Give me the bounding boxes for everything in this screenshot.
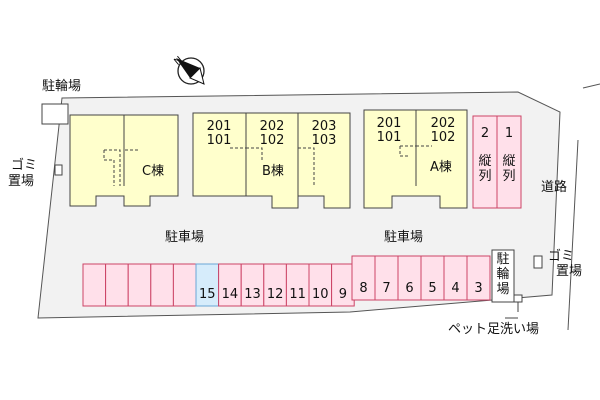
garbage-label-left-1: ゴミ [11, 158, 38, 173]
right-space-3 [466, 255, 491, 301]
left-space-blank-1 [105, 263, 129, 307]
right-space-number-7: 7 [382, 281, 391, 296]
left-space-blank-2 [127, 263, 152, 307]
unit-101-a1: 101 [376, 130, 402, 145]
garbage-label-right-1: ゴミ [548, 249, 575, 264]
left-space-number-12: 12 [266, 287, 284, 302]
building-c-name: C棟 [142, 164, 165, 179]
right-space-number-8: 8 [359, 281, 368, 296]
road-label: 道路 [541, 180, 568, 195]
right-space-number-3: 3 [474, 281, 483, 296]
left-space-number-14: 14 [221, 287, 239, 302]
tandem-1-label: 縦列 [497, 154, 521, 185]
tandem-2-label-text: 縦列 [478, 154, 492, 184]
unit-201-b1: 201 [206, 119, 232, 134]
tandem-1-label-text: 縦列 [502, 154, 516, 184]
unit-202-b2: 202 [259, 119, 285, 134]
garbage-marker-left [54, 164, 63, 176]
left-space-blank-3 [150, 263, 174, 307]
unit-101-b1: 101 [206, 133, 232, 148]
parking-row-right [351, 255, 491, 301]
bicycle-label-top: 駐輪場 [42, 79, 82, 94]
bicycle-label-right: 駐輪場 [492, 252, 514, 298]
unit-103-b3: 103 [311, 133, 337, 148]
building-a-name: A棟 [430, 160, 452, 175]
left-space-blank-0 [82, 263, 107, 307]
building-b-name: B棟 [262, 164, 284, 179]
left-space-number-9: 9 [338, 287, 348, 302]
unit-102-a2: 102 [430, 130, 456, 145]
left-space-number-13: 13 [244, 287, 261, 302]
bicycle-label-right-text: 駐輪場 [496, 252, 510, 297]
unit-203-b3: 203 [311, 119, 337, 134]
north-arrow [176, 57, 205, 85]
left-space-number-10: 10 [312, 287, 329, 302]
left-space-number-11: 11 [289, 287, 306, 302]
left-space-number-15: 15 [199, 287, 216, 302]
road-edge-2 [567, 139, 579, 331]
garbage-label-right-2: 置場 [556, 264, 583, 279]
building-b [192, 112, 351, 209]
right-space-number-5: 5 [428, 281, 437, 296]
bicycle-box-right [491, 249, 515, 303]
garbage-label-left-2: 置場 [8, 174, 35, 189]
unit-201-a1: 201 [376, 116, 402, 131]
pet-wash-leader [505, 302, 519, 319]
pet-wash-label: ペット足洗い場 [448, 322, 540, 337]
road-edge [582, 83, 600, 89]
right-space-number-6: 6 [405, 281, 414, 296]
pet-wash-marker [513, 294, 523, 303]
tandem-2-label: 縦列 [473, 154, 497, 185]
left-space-blank-4 [172, 263, 197, 307]
unit-102-b2: 102 [259, 133, 285, 148]
tandem-space-1 [496, 115, 522, 209]
garbage-marker-right [533, 255, 543, 269]
parking-label-right: 駐車場 [384, 230, 424, 245]
bicycle-box-top [41, 103, 69, 125]
parking-row-left [82, 263, 355, 307]
tandem-1-number: 1 [504, 126, 514, 141]
unit-202-a2: 202 [430, 116, 456, 131]
right-space-number-4: 4 [451, 281, 460, 296]
parking-label-left: 駐車場 [165, 230, 205, 245]
tandem-2-number: 2 [480, 126, 490, 141]
